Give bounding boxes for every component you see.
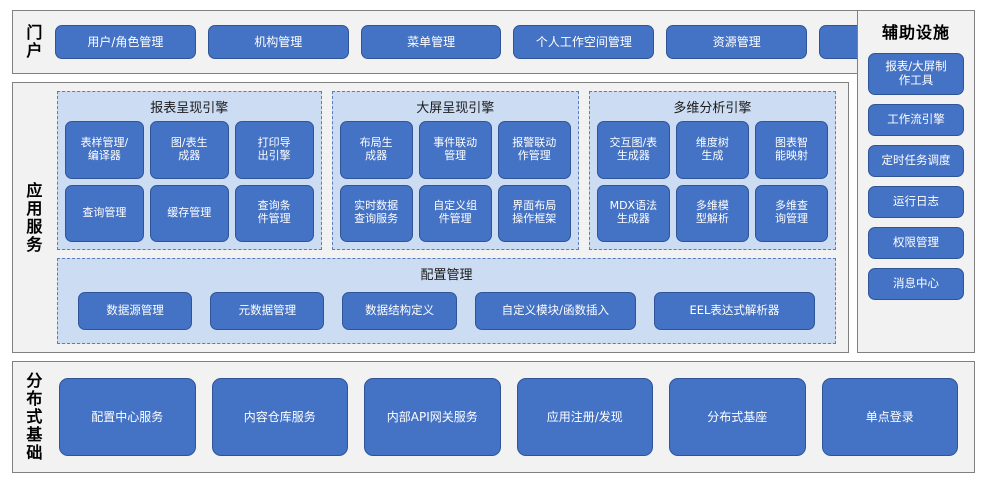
panel-report-engine-grid: 表样管理/ 编译器 图/表生 成器 打印导 出引擎 查询管理 缓存管理 查询条 … [65, 121, 314, 242]
aux-item-report-dashboard-authoring-tool[interactable]: 报表/大屏制 作工具 [868, 53, 964, 95]
auxiliary-facilities-title: 辅助设施 [881, 23, 950, 42]
panel-olap-engine-grid: 交互图/表 生成器 维度树 生成 图表智 能映射 MDX语法 生成器 多维模 型… [596, 121, 828, 242]
portal-section: 门户 用户/角色管理 机构管理 菜单管理 个人工作空间管理 资源管理 自助分析 [12, 10, 975, 74]
panel-configuration-management: 配置管理 数据源管理 元数据管理 数据结构定义 自定义模块/函数插入 EEL表达… [57, 258, 836, 344]
olap-item-multidimensional-model-parsing[interactable]: 多维模 型解析 [675, 184, 749, 242]
report-item-chart-table-generator[interactable]: 图/表生 成器 [149, 121, 229, 179]
infra-item-content-repository-service[interactable]: 内容仓库服务 [211, 378, 348, 456]
auxiliary-facilities-section: 辅助设施 报表/大屏制 作工具 工作流引擎 定时任务调度 运行日志 权限管理 消… [857, 10, 975, 353]
panel-configuration-management-title: 配置管理 [420, 268, 473, 283]
portal-layer-label: 门户 [23, 24, 43, 60]
config-item-custom-module-function-insert[interactable]: 自定义模块/函数插入 [474, 291, 636, 330]
infra-item-single-sign-on[interactable]: 单点登录 [821, 378, 958, 456]
panel-large-screen-engine-grid: 布局生 成器 事件联动 管理 报警联动 作管理 实时数据 查询服务 自定义组 件… [339, 121, 571, 242]
app-services-layer-label: 应用服务 [23, 181, 43, 254]
aux-item-permission-management[interactable]: 权限管理 [868, 227, 964, 259]
aux-item-scheduled-task-scheduling[interactable]: 定时任务调度 [868, 145, 964, 177]
panel-large-screen-engine-title: 大屏呈现引擎 [416, 101, 495, 116]
config-item-eel-expression-parser[interactable]: EEL表达式解析器 [653, 291, 815, 330]
portal-item-personal-workspace-management[interactable]: 个人工作空间管理 [513, 25, 655, 59]
portal-item-resource-management[interactable]: 资源管理 [666, 25, 808, 59]
portal-button-list: 用户/角色管理 机构管理 菜单管理 个人工作空间管理 资源管理 自助分析 [51, 11, 974, 73]
infra-item-internal-api-gateway-service[interactable]: 内部API网关服务 [364, 378, 501, 456]
screen-item-event-linkage-management[interactable]: 事件联动 管理 [418, 121, 492, 179]
aux-item-message-center[interactable]: 消息中心 [868, 268, 964, 300]
app-services-body: 报表呈现引擎 表样管理/ 编译器 图/表生 成器 打印导 出引擎 查询管理 缓存… [51, 83, 848, 352]
report-item-cache-management[interactable]: 缓存管理 [149, 184, 229, 242]
screen-item-realtime-data-query-service[interactable]: 实时数据 查询服务 [339, 184, 413, 242]
app-services-section: 应用服务 报表呈现引擎 表样管理/ 编译器 图/表生 成器 打印导 出引擎 查询… [12, 82, 849, 353]
report-item-query-condition-management[interactable]: 查询条 件管理 [234, 184, 314, 242]
top-row: 门户 用户/角色管理 机构管理 菜单管理 个人工作空间管理 资源管理 自助分析 [12, 10, 975, 74]
panel-large-screen-engine: 大屏呈现引擎 布局生 成器 事件联动 管理 报警联动 作管理 实时数据 查询服务… [331, 91, 579, 250]
olap-item-interactive-chart-table-generator[interactable]: 交互图/表 生成器 [596, 121, 670, 179]
panel-olap-engine: 多维分析引擎 交互图/表 生成器 维度树 生成 图表智 能映射 MDX语法 生成… [588, 91, 836, 250]
report-item-print-export-engine[interactable]: 打印导 出引擎 [234, 121, 314, 179]
infrastructure-list: 配置中心服务 内容仓库服务 内部API网关服务 应用注册/发现 分布式基座 单点… [51, 362, 974, 472]
screen-item-custom-component-management[interactable]: 自定义组 件管理 [418, 184, 492, 242]
panel-report-engine-title: 报表呈现引擎 [150, 101, 229, 116]
configuration-management-list: 数据源管理 元数据管理 数据结构定义 自定义模块/函数插入 EEL表达式解析器 [68, 288, 825, 333]
olap-item-mdx-syntax-generator[interactable]: MDX语法 生成器 [596, 184, 670, 242]
screen-item-layout-generator[interactable]: 布局生 成器 [339, 121, 413, 179]
report-item-template-management-compiler[interactable]: 表样管理/ 编译器 [65, 121, 144, 179]
infra-item-application-registry-discovery[interactable]: 应用注册/发现 [516, 378, 653, 456]
olap-item-multidimensional-query-management[interactable]: 多维查 询管理 [754, 184, 828, 242]
olap-item-dimension-tree-generation[interactable]: 维度树 生成 [675, 121, 749, 179]
screen-item-alarm-linkage-action-management[interactable]: 报警联动 作管理 [497, 121, 571, 179]
config-item-data-structure-definition[interactable]: 数据结构定义 [342, 291, 457, 330]
panel-olap-engine-title: 多维分析引擎 [673, 101, 752, 116]
auxiliary-facilities-list: 报表/大屏制 作工具 工作流引擎 定时任务调度 运行日志 权限管理 消息中心 [868, 53, 964, 342]
engines-row: 报表呈现引擎 表样管理/ 编译器 图/表生 成器 打印导 出引擎 查询管理 缓存… [57, 91, 836, 250]
olap-item-chart-smart-mapping[interactable]: 图表智 能映射 [754, 121, 828, 179]
infra-item-config-center-service[interactable]: 配置中心服务 [59, 378, 196, 456]
middle-row: 应用服务 报表呈现引擎 表样管理/ 编译器 图/表生 成器 打印导 出引擎 查询… [12, 10, 975, 353]
infra-item-distributed-base[interactable]: 分布式基座 [669, 378, 806, 456]
portal-item-user-role-management[interactable]: 用户/角色管理 [55, 25, 196, 59]
aux-item-runtime-log[interactable]: 运行日志 [868, 186, 964, 218]
screen-item-ui-layout-operation-framework[interactable]: 界面布局 操作框架 [497, 184, 571, 242]
infrastructure-layer-label: 分布式基础 [23, 372, 43, 462]
config-item-datasource-management[interactable]: 数据源管理 [78, 291, 193, 330]
report-item-query-management[interactable]: 查询管理 [65, 184, 144, 242]
config-item-metadata-management[interactable]: 元数据管理 [210, 291, 325, 330]
aux-item-workflow-engine[interactable]: 工作流引擎 [868, 104, 964, 136]
portal-item-organization-management[interactable]: 机构管理 [207, 25, 349, 59]
panel-report-engine: 报表呈现引擎 表样管理/ 编译器 图/表生 成器 打印导 出引擎 查询管理 缓存… [57, 91, 322, 250]
portal-item-menu-management[interactable]: 菜单管理 [360, 25, 502, 59]
bottom-row: 分布式基础 配置中心服务 内容仓库服务 内部API网关服务 应用注册/发现 分布… [12, 361, 975, 473]
infrastructure-section: 分布式基础 配置中心服务 内容仓库服务 内部API网关服务 应用注册/发现 分布… [12, 361, 975, 473]
